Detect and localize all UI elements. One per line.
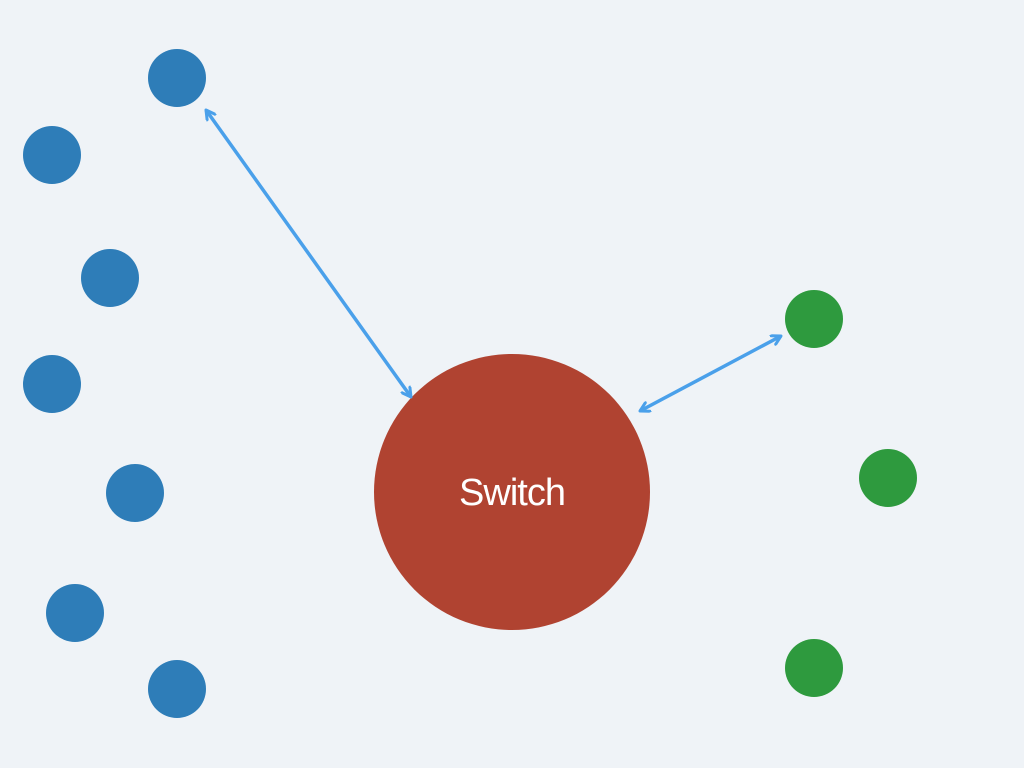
switch-circle[interactable] xyxy=(374,354,650,630)
right-node[interactable] xyxy=(859,449,917,507)
left-node[interactable] xyxy=(148,49,206,107)
left-node[interactable] xyxy=(106,464,164,522)
link-arrow-right xyxy=(640,336,781,411)
left-node[interactable] xyxy=(23,355,81,413)
link-arrow-left xyxy=(206,110,411,397)
right-node[interactable] xyxy=(785,639,843,697)
right-node[interactable] xyxy=(785,290,843,348)
switch-label: Switch xyxy=(459,472,565,514)
left-node-group xyxy=(23,49,206,718)
left-node[interactable] xyxy=(148,660,206,718)
left-node[interactable] xyxy=(81,249,139,307)
right-node-group xyxy=(785,290,917,697)
left-node[interactable] xyxy=(23,126,81,184)
left-node[interactable] xyxy=(46,584,104,642)
switch-node[interactable]: Switch xyxy=(374,354,650,630)
